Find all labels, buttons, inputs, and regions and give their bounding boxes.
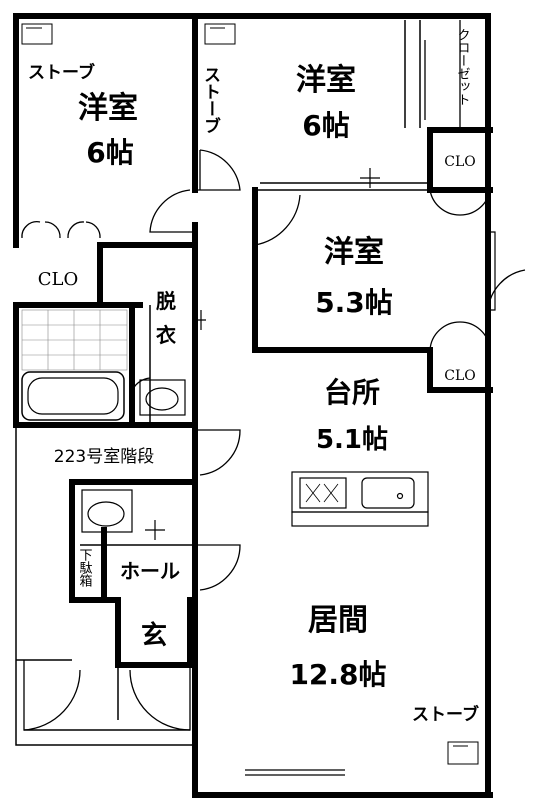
sliding-doors <box>145 168 496 776</box>
hall-label: ホール <box>120 559 180 583</box>
room-label-living-size: 12.8帖 <box>289 658 386 691</box>
stove-label-nw: ストーブ <box>28 62 95 83</box>
clo-ne-label: CLO <box>444 154 476 170</box>
stairs-label: 223号室階段 <box>54 447 154 467</box>
entrance-label: 玄 <box>141 620 167 651</box>
kitchen-counter <box>291 471 429 527</box>
room-label-western-ne-name: 洋室 <box>296 63 356 98</box>
clo-e-label: CLO <box>444 368 476 384</box>
thin-lines <box>15 20 430 746</box>
bathtub <box>21 371 125 421</box>
dressing-label-2: 衣 <box>156 323 176 347</box>
room-label-western-nw-name: 洋室 <box>78 91 138 126</box>
closet-vertical-label: クローゼット <box>455 28 471 106</box>
room-label-western-ne-size: 6帖 <box>302 109 349 142</box>
room-label-western-e-name: 洋室 <box>324 235 384 270</box>
dressing-label-1: 脱 <box>156 289 176 313</box>
room-label-kitchen-size: 5.1帖 <box>316 425 388 455</box>
room-label-western-e-size: 5.3帖 <box>315 286 393 319</box>
stove-icons <box>21 23 479 765</box>
doors <box>21 20 526 731</box>
shoe-box-label: 下駄箱 <box>77 548 93 587</box>
washbasin <box>139 379 186 416</box>
room-label-kitchen-name: 台所 <box>324 376 380 409</box>
room-label-living-name: 居間 <box>308 603 368 638</box>
walls <box>13 13 493 798</box>
room-label-western-nw-size: 6帖 <box>86 136 133 169</box>
clo-west-label: CLO <box>38 269 78 290</box>
bathroom-tiles <box>21 309 128 371</box>
stove-label-ne: ストーブ <box>200 66 220 134</box>
toilet <box>81 489 133 533</box>
stove-label-living: ストーブ <box>412 704 479 725</box>
